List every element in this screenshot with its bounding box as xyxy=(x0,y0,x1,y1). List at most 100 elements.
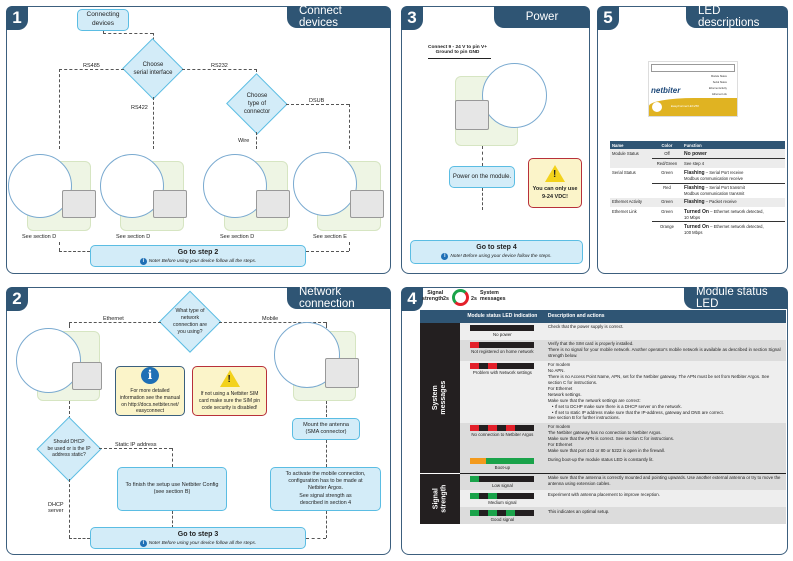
led-function: Flashing – Packet receive xyxy=(682,197,785,207)
label-see-section: See section D xyxy=(220,234,255,240)
info-icon: i xyxy=(141,367,159,384)
led-segment-orange xyxy=(470,458,487,465)
decision-network-type: What type of network connection are you … xyxy=(160,292,220,352)
description-line: Make sure that the APN is correct. See s… xyxy=(547,436,675,442)
connector-line xyxy=(326,322,327,328)
led-indication: Medium signal xyxy=(459,490,545,508)
description-line: For modem xyxy=(547,424,571,430)
description-line: The Netbiter gateway has no connection t… xyxy=(547,430,662,436)
panel-power: 3 Power xyxy=(401,6,590,274)
description-line: Check that the power supply is correct. xyxy=(547,324,624,330)
device-label-image: netbiter EasyConnect EC250 Module Status… xyxy=(648,61,738,117)
pointer-line xyxy=(428,58,491,59)
label-mobile: Mobile xyxy=(262,316,279,322)
legend-signal-strength: Signal strength xyxy=(422,290,444,302)
led-function: Flashing – Serial Port receive Modbus co… xyxy=(682,168,785,183)
power-terminal-zoom-circle xyxy=(482,63,547,128)
module-image xyxy=(256,190,290,218)
label-rs232: RS232 xyxy=(211,63,228,69)
led-color: Green xyxy=(661,208,673,214)
led-description: Make sure that the antenna is correctly … xyxy=(544,472,786,491)
panel-title: LED descriptions xyxy=(686,5,788,29)
description-line: For Ethernet xyxy=(547,442,573,448)
led-function-detail: – Packet receive xyxy=(704,199,737,205)
led-function: Turned On – Ethernet network detected, 1… xyxy=(682,207,785,222)
led-indication-label: Problem with Network settings xyxy=(472,370,532,375)
description-line: For modem xyxy=(547,362,571,367)
connector-line xyxy=(69,401,70,419)
info-icon: i xyxy=(441,253,449,260)
description-line: Make sure that the antenna is correctly … xyxy=(547,475,781,486)
info-text: For more detailed information see the ma… xyxy=(119,388,181,415)
label-dhcp-server: DHCP server xyxy=(48,502,64,514)
description-line: There is no Access Point Name, APN, set … xyxy=(547,373,770,385)
description-line: Experiment with antenna placement to imp… xyxy=(547,491,660,497)
led-blink-pattern xyxy=(470,492,535,499)
label-rs422: RS422 xyxy=(131,105,148,111)
module-status-row: Medium signal Experiment with antenna pla… xyxy=(420,490,786,508)
led-segment-off xyxy=(479,363,489,369)
description-line: See section B for further instructions. xyxy=(547,415,620,421)
led-indication-label: Not registered on home network xyxy=(471,349,534,355)
led-blink-pattern xyxy=(470,342,535,349)
power-connect-instruction: Connect 9 - 24 V to pin V+ Ground to pin… xyxy=(428,45,488,55)
led-indication-label: Medium signal xyxy=(488,499,517,505)
led-segment-off xyxy=(479,492,489,499)
connector-line xyxy=(349,242,350,251)
description-line: Make sure that port 443 or 80 or 5222 is… xyxy=(547,448,666,454)
led-function-state: Flashing xyxy=(684,199,705,206)
col-header-function: Function xyxy=(682,141,785,149)
description-line: • If set to DCHP make sure there is a DH… xyxy=(551,403,682,409)
connector-line xyxy=(172,448,173,467)
connector-line xyxy=(482,188,483,210)
module-image xyxy=(350,190,384,218)
label-ethernet: Ethernet xyxy=(103,316,124,322)
led-indication: Good signal xyxy=(459,507,545,525)
led-name: Serial Status xyxy=(612,169,636,175)
led-function: No power xyxy=(682,149,785,159)
led-segment-red xyxy=(470,363,480,369)
connector-line xyxy=(103,33,153,34)
note-text: Note! Before using your device follow al… xyxy=(148,541,257,546)
connector-line xyxy=(482,146,483,166)
connector-line xyxy=(306,251,349,252)
led-name: Module Status xyxy=(610,149,652,159)
led-indication: Boot-up xyxy=(459,455,545,473)
connector-line xyxy=(69,479,70,538)
led-function-detail: – Ethernet network detected, 10 Mbps xyxy=(684,208,764,220)
description-line: Make sure that the network settings are … xyxy=(547,397,641,403)
legend-time-left: 2s xyxy=(443,296,449,302)
col-header-category xyxy=(420,310,460,323)
label-wire: Wire xyxy=(238,138,250,144)
connector-line xyxy=(326,401,327,417)
led-function-state: Turned On xyxy=(684,223,709,230)
module-image xyxy=(72,362,102,390)
connector-line xyxy=(69,322,161,323)
led-function-detail: – Ethernet network detected, 100 Mbps xyxy=(684,223,764,235)
connector-line xyxy=(103,31,104,33)
netbiter-logo: netbiter xyxy=(651,86,681,95)
led-segment-red xyxy=(506,425,516,432)
label-see-section: See section D xyxy=(22,234,57,240)
led-function-state: No power xyxy=(684,150,707,157)
col-header-description: Description and actions xyxy=(544,310,786,323)
step-number: 4 xyxy=(401,287,423,311)
panel-title: Network connection xyxy=(287,286,391,310)
led-name: Ethernet Activity xyxy=(610,197,652,207)
module-image xyxy=(455,100,489,130)
led-indication: No connection to Netbiter Argos xyxy=(459,422,545,456)
led-segment-green xyxy=(488,509,498,516)
panel-title: Connect devices xyxy=(287,5,391,29)
step-number: 2 xyxy=(6,287,28,311)
led-segment-red xyxy=(488,425,498,432)
module-image xyxy=(153,190,187,218)
led-description: Verify that the SIM card is properly ins… xyxy=(544,339,786,361)
led-indication-label: Boot-up xyxy=(494,465,511,471)
connector-line xyxy=(59,251,90,252)
led-function: Turned On – Ethernet network detected, 1… xyxy=(682,221,785,237)
